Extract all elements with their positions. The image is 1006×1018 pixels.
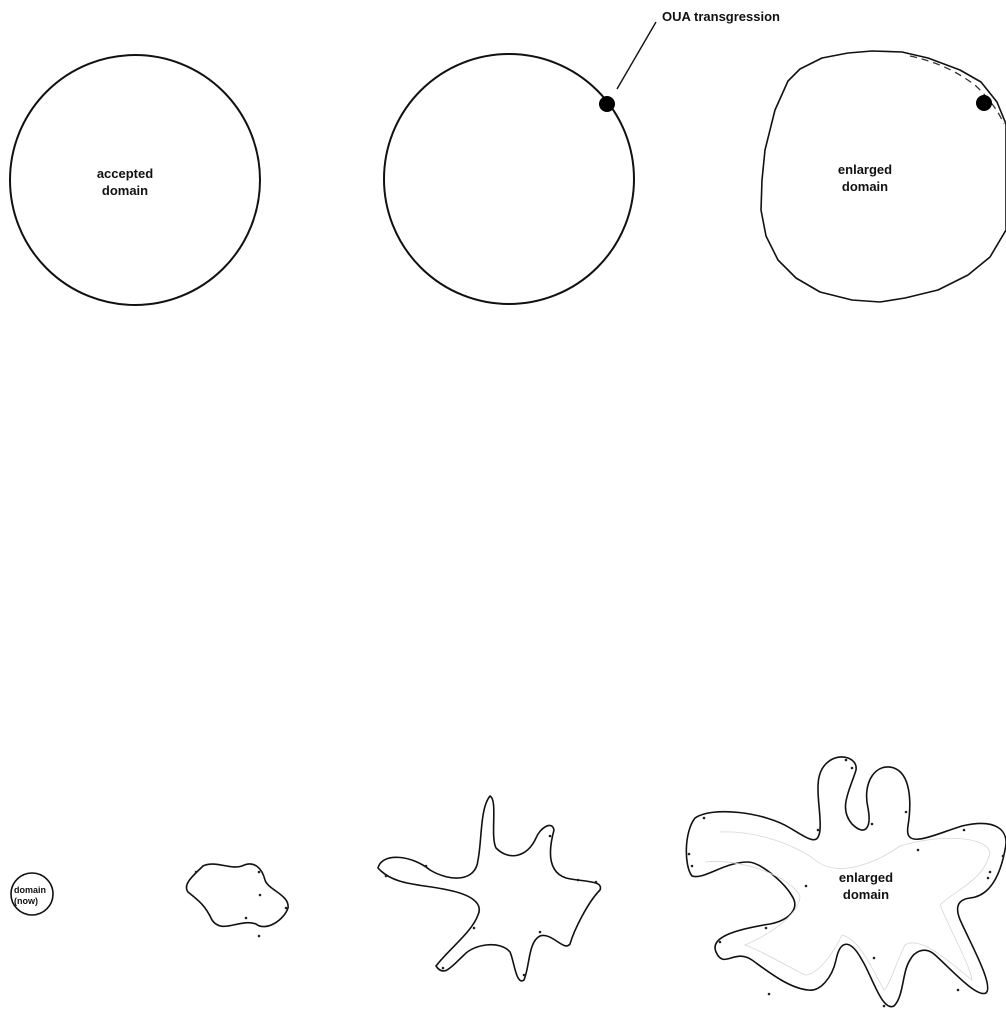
growth-stage-enlarged: enlarged domain bbox=[685, 756, 1006, 1008]
speck bbox=[916, 848, 920, 852]
growth-stage-3-outline bbox=[377, 795, 602, 982]
speck bbox=[956, 988, 960, 992]
speck bbox=[702, 816, 706, 820]
growth-stage-now: domain (now) bbox=[10, 872, 54, 916]
speck bbox=[441, 966, 445, 970]
growth-stage-2 bbox=[185, 863, 289, 938]
speck bbox=[718, 940, 722, 944]
transgression-panel: OUA transgression bbox=[383, 9, 780, 305]
speck bbox=[594, 880, 598, 884]
growth-stage-3 bbox=[377, 795, 602, 982]
speck bbox=[1001, 854, 1005, 858]
speck bbox=[576, 878, 580, 882]
speck bbox=[844, 758, 848, 762]
speck bbox=[850, 766, 854, 770]
transgression-leader-line bbox=[616, 21, 657, 90]
enlarged-domain-label-line1: enlarged bbox=[838, 162, 892, 177]
original-domain-dashed-outline bbox=[909, 55, 1005, 125]
speck bbox=[522, 973, 526, 977]
enlarged-domain-label-line2: domain bbox=[842, 179, 888, 194]
speck bbox=[258, 893, 262, 897]
accepted-domain-panel: accepted domain bbox=[9, 54, 261, 306]
speck bbox=[548, 834, 552, 838]
speck bbox=[882, 1004, 886, 1008]
speck bbox=[284, 906, 288, 910]
growth-stage-2-outline bbox=[185, 863, 289, 928]
speck bbox=[424, 864, 428, 868]
accepted-domain-label-line2: domain bbox=[102, 183, 148, 198]
growth-stage-enlarged-inner-trace bbox=[704, 831, 991, 991]
domain-now-label-line1: domain bbox=[14, 885, 46, 895]
growth-stage-enlarged-outline bbox=[685, 756, 1006, 1008]
speck bbox=[988, 870, 992, 874]
accepted-domain-circle bbox=[9, 54, 261, 306]
speck bbox=[767, 992, 771, 996]
speck bbox=[690, 864, 694, 868]
transgression-callout: OUA transgression bbox=[662, 9, 780, 24]
speck bbox=[872, 956, 876, 960]
growth-enlarged-label-line2: domain bbox=[843, 887, 889, 902]
speck bbox=[816, 828, 820, 832]
speck bbox=[962, 828, 966, 832]
speck bbox=[257, 934, 261, 938]
speck bbox=[870, 822, 874, 826]
speck bbox=[244, 916, 248, 920]
transgression-point bbox=[599, 96, 615, 112]
speck bbox=[257, 870, 261, 874]
speck bbox=[384, 874, 388, 878]
speck bbox=[194, 870, 198, 874]
enlarged-domain-outline bbox=[760, 50, 1006, 303]
speck bbox=[764, 926, 768, 930]
domain-now-label-line2: (now) bbox=[14, 896, 38, 906]
accepted-domain-label-line1: accepted bbox=[97, 166, 153, 181]
speck bbox=[904, 810, 908, 814]
speck bbox=[538, 930, 542, 934]
enlarged-domain-panel: enlarged domain bbox=[760, 50, 1006, 303]
speck bbox=[986, 876, 990, 880]
growth-enlarged-label-line1: enlarged bbox=[839, 870, 893, 885]
speck bbox=[804, 884, 808, 888]
domain-now-circle bbox=[10, 872, 54, 916]
speck bbox=[687, 852, 691, 856]
transgression-domain-circle bbox=[383, 53, 635, 305]
enlarged-transgression-point bbox=[976, 95, 992, 111]
speck bbox=[472, 926, 476, 930]
